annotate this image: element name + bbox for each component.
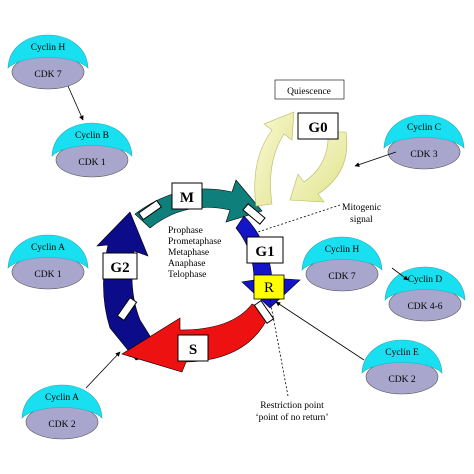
- cyclin-cap: [7, 234, 89, 269]
- quiescence-box: [274, 79, 345, 100]
- quiescence-label: Quiescence: [287, 87, 331, 97]
- mitosis-step: Prometaphase: [168, 237, 221, 247]
- cyclin-cdk-complex: Cyclin H CDK 7: [7, 34, 89, 90]
- cyclin-cdk-complex: Cyclin E CDK 2: [361, 339, 443, 395]
- g2-phase-label: G2: [110, 260, 129, 276]
- connector-arrow: [67, 85, 84, 121]
- cdk-label: CDK 1: [34, 270, 61, 280]
- checkpoint-marker: [242, 203, 266, 225]
- connector-arrows: [67, 85, 409, 389]
- restriction-point-box: [253, 274, 285, 300]
- g2-arrow: [96, 211, 161, 361]
- cdk-label: CDK 2: [388, 375, 415, 385]
- cyclin-label: Cyclin A: [31, 243, 65, 253]
- mitosis-step: Anaphase: [168, 259, 205, 269]
- cyclin-cap: [301, 236, 383, 271]
- cyclin-cap: [7, 34, 89, 69]
- cdk-label: CDK 4-6: [407, 302, 442, 312]
- cyclin-cdk-complex: Cyclin A CDK 2: [21, 384, 103, 440]
- cyclin-cdk-complex: Cyclin H CDK 7: [301, 236, 383, 292]
- g2-phase-box: [102, 252, 138, 280]
- cdk-label: CDK 3: [410, 150, 437, 160]
- g0-return-arrow: [289, 131, 348, 203]
- cyclin-label: Cyclin E: [385, 348, 419, 358]
- cyclin-cap: [21, 384, 103, 419]
- connector-arrow: [85, 351, 121, 389]
- cyclin-cdk-complex: Cyclin B CDK 1: [51, 122, 133, 178]
- cdk-label: CDK 1: [78, 158, 105, 168]
- cyclin-cap: [383, 114, 465, 149]
- mitosis-step: Telophase: [168, 270, 206, 280]
- mitosis-step: Prophase: [168, 226, 203, 236]
- cyclin-label: Cyclin H: [31, 43, 66, 53]
- connector-arrow: [391, 267, 409, 281]
- g0-loop: Quiescence G0: [254, 79, 348, 207]
- cell-cycle-ring: R M G1 G2 S Prophase Prometaphase Metaph…: [96, 179, 301, 373]
- checkpoint-markers: [116, 199, 275, 325]
- g0-exit-arrow: [254, 111, 295, 207]
- connector-arrow: [354, 151, 397, 167]
- m-phase-label: M: [180, 190, 194, 206]
- m-phase-box: [171, 182, 203, 210]
- mitogenic-signal-label: signal: [350, 215, 373, 225]
- restriction-point-line: [269, 299, 289, 397]
- mitogenic-signal-line: [257, 204, 341, 233]
- mitogenic-signal-label: Mitogenic: [342, 203, 381, 213]
- g0-phase-label: G0: [308, 120, 327, 136]
- g0-phase-box: [297, 112, 339, 140]
- g1-phase-box: [246, 236, 284, 264]
- cyclin-cdk-complex: Cyclin C CDK 3: [383, 114, 465, 170]
- cdk-label: CDK 7: [34, 70, 61, 80]
- cyclin-label: Cyclin C: [407, 123, 441, 133]
- cyclin-label: Cyclin B: [75, 131, 109, 141]
- cyclin-cap: [51, 122, 133, 157]
- cyclin-cdk-complex: Cyclin D CDK 4-6: [384, 266, 466, 322]
- checkpoint-marker: [116, 296, 138, 322]
- g1-phase-label: G1: [255, 244, 274, 260]
- mitosis-steps: Prophase Prometaphase Metaphase Anaphase…: [168, 226, 221, 280]
- restriction-point-label: R: [264, 280, 274, 296]
- restriction-point-note: Restriction point: [260, 401, 324, 411]
- cyclin-cap: [361, 339, 443, 374]
- s-phase-label: S: [189, 342, 197, 358]
- cyclin-label: Cyclin A: [45, 393, 79, 403]
- checkpoint-marker: [137, 199, 163, 221]
- restriction-point-note: ‘point of no return’: [255, 412, 328, 423]
- mitosis-step: Metaphase: [168, 248, 209, 258]
- connector-arrow: [275, 301, 365, 361]
- cdk-label: CDK 7: [328, 272, 355, 282]
- checkpoint-marker: [253, 299, 275, 325]
- s-phase-box: [177, 334, 209, 362]
- cyclin-label: Cyclin D: [408, 275, 443, 285]
- cdk-label: CDK 2: [48, 420, 75, 430]
- cyclin-cdk-complex: Cyclin A CDK 1: [7, 234, 89, 290]
- cyclin-label: Cyclin H: [325, 245, 360, 255]
